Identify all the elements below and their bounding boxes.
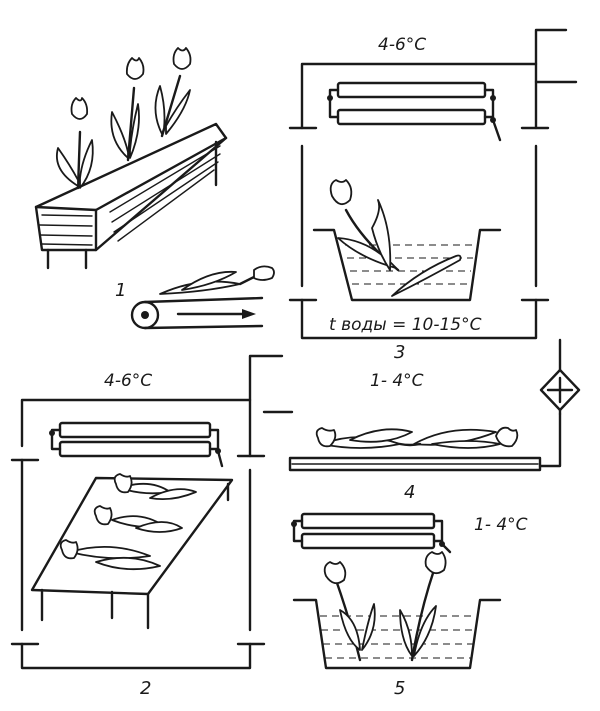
tulip-in-tank-5-left — [323, 561, 376, 662]
panel-4-temperature-label: 1- 4°C — [370, 371, 424, 391]
laid-tulips-4 — [315, 426, 519, 449]
panel-3-temperature-label: 4-6°C — [378, 35, 426, 55]
panel-5: 1- 4°C 5 — [291, 512, 528, 699]
water-temperature-label: t воды = 10-15°C — [329, 315, 482, 335]
tulip-in-box-3 — [154, 47, 192, 138]
planter-box — [34, 122, 228, 270]
panel-2-number: 2 — [140, 678, 151, 699]
water-tank-3 — [312, 228, 502, 302]
tulip-in-box-2 — [110, 57, 145, 162]
chamber-3-walls — [288, 28, 578, 340]
panel-5-number: 5 — [394, 678, 405, 699]
panel-1-number: 1 — [115, 280, 126, 301]
cooling-unit-3 — [327, 81, 502, 142]
panel-5-temperature-label: 1- 4°C — [474, 515, 528, 535]
tulip-in-tank-5-right — [399, 551, 447, 662]
panel-3: 4-6°C — [288, 28, 578, 363]
valve-4 — [539, 338, 581, 416]
panel-4: 1- 4°C 4 — [288, 338, 581, 503]
cut-stem-in-tank-3 — [391, 254, 462, 297]
chamber-2-walls — [10, 354, 294, 670]
cooling-unit-2 — [49, 421, 224, 468]
panel-2: 4-6°C — [10, 354, 294, 699]
cooling-unit-5 — [291, 512, 452, 554]
shelf-4 — [288, 412, 562, 472]
panel-4-number: 4 — [404, 482, 415, 503]
water-tank-5 — [292, 598, 502, 670]
tulip-in-box-1 — [56, 97, 94, 190]
panel-2-temperature-label: 4-6°C — [104, 371, 152, 391]
sloped-table-2 — [30, 473, 234, 630]
tulip-in-tank-3 — [329, 179, 400, 272]
panel-1: 1 — [34, 47, 275, 330]
conveyor — [130, 265, 275, 330]
panel-3-number: 3 — [394, 342, 405, 363]
